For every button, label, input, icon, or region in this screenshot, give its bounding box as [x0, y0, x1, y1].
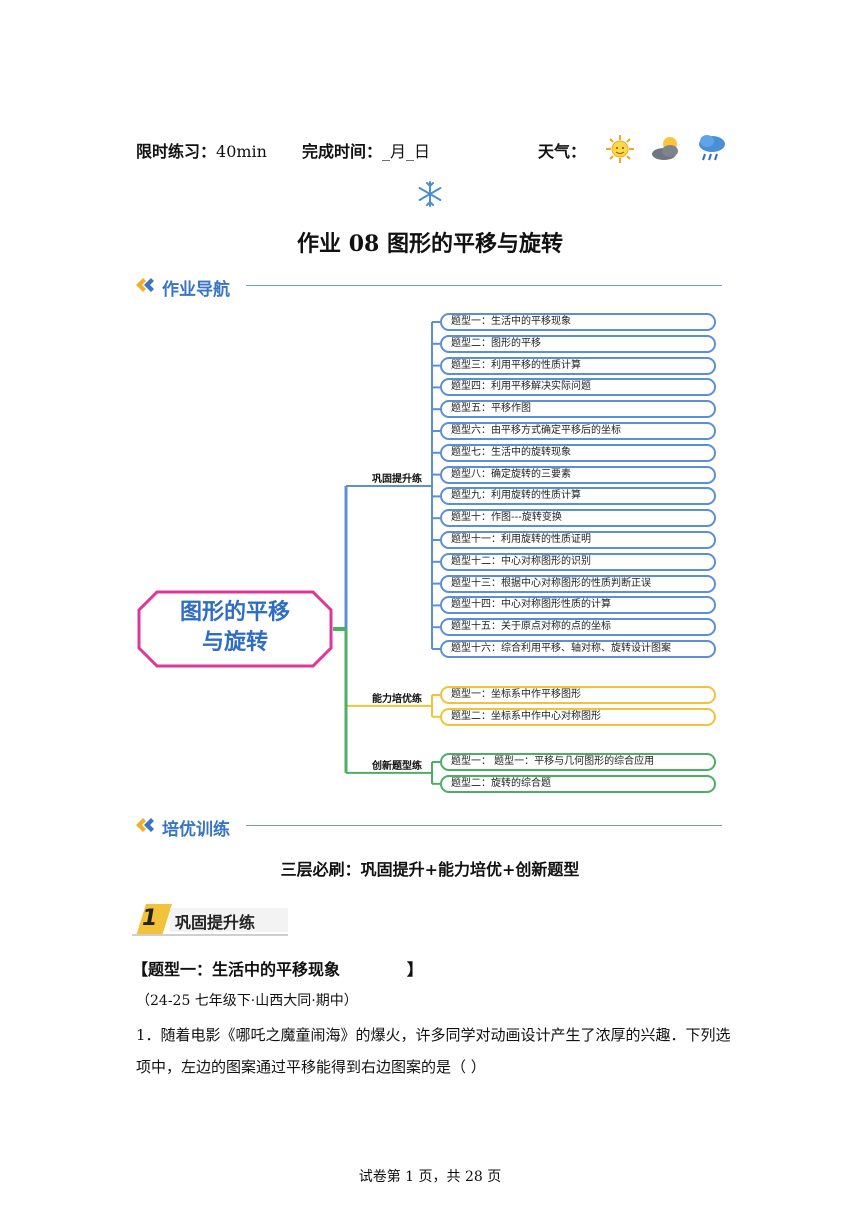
page-title: 作业 08 图形的平移与旋转	[297, 231, 563, 257]
branch-label: 能力培优练	[372, 693, 422, 705]
snowflake-icon	[418, 181, 442, 207]
badge-label: 巩固提升练	[175, 913, 256, 932]
mind-map-item: 题型一： 题型一：平移与几何图形的综合应用	[440, 753, 716, 771]
weather-label: 天气：	[538, 142, 587, 161]
finish-time-value: _月_日	[382, 142, 431, 161]
section-divider	[246, 825, 722, 826]
mind-map-item: 题型一：生活中的平移现象	[440, 313, 716, 331]
mind-map-item: 题型十二：中心对称图形的识别	[440, 552, 716, 571]
mind-map-item: 题型十一：利用旋转的性质证明	[440, 531, 716, 549]
section-training-heading: 培优训练	[162, 820, 230, 840]
partly-cloudy-icon	[652, 137, 678, 160]
section-nav-heading: 作业导航	[162, 280, 230, 300]
chevron-double-icon	[136, 818, 154, 832]
question-line-2: 项中，左边的图案通过平移能得到右边图案的是（ ）	[136, 1058, 486, 1076]
mind-map-item: 题型一：坐标系中作平移图形	[440, 686, 716, 704]
mind-map-item: 题型十四：中心对称图形性质的计算	[440, 596, 716, 615]
mind-map-item: 题型二：图形的平移	[440, 334, 716, 353]
mind-map-item: 题型十五：关于原点对称的点的坐标	[440, 618, 716, 637]
mind-map-item: 题型八：确定旋转的三要素	[440, 465, 716, 484]
mind-map-item: 题型七：生活中的旋转现象	[440, 443, 716, 462]
section-divider	[246, 285, 722, 286]
time-limit-value: 40min	[216, 142, 267, 161]
question-line-1: 1．随着电影《哪吒之魔童闹海》的爆火，许多同学对动画设计产生了浓厚的兴趣．下列选	[136, 1026, 731, 1044]
question-source: （24-25 七年级下·山西大同·期中）	[136, 993, 358, 1009]
time-limit-label: 限时练习：	[136, 142, 217, 161]
mind-map-item: 题型二：坐标系中作中心对称图形	[440, 707, 716, 726]
mind-map-connectors	[333, 321, 440, 785]
center-node-line1: 图形的平移	[179, 600, 290, 625]
mind-map-item: 题型九：利用旋转的性质计算	[440, 487, 716, 506]
mind-map-item: 题型十六：综合利用平移、轴对称、旋转设计图案	[440, 640, 716, 658]
question-type-heading: 【题型一：生活中的平移现象 】	[132, 960, 423, 979]
mind-map-item: 题型四：利用平移解决实际问题	[440, 378, 716, 397]
mind-map-item: 题型三：利用平移的性质计算	[440, 356, 716, 375]
chevron-double-icon	[136, 278, 154, 292]
finish-time: 完成时间：_月_日	[302, 138, 430, 162]
center-node: 图形的平移 与旋转	[137, 598, 333, 658]
page-footer: 试卷第 1 页，共 28 页	[358, 1169, 502, 1185]
practice-subtitle: 三层必刷：巩固提升+能力培优+创新题型	[280, 860, 580, 879]
mind-map-item: 题型十：作图---旋转变换	[440, 509, 716, 528]
rain-cloud-icon	[699, 135, 725, 161]
mind-map-item: 题型五：平移作图	[440, 400, 716, 419]
sun-icon	[606, 135, 634, 163]
mind-map-item: 题型二：旋转的综合题	[440, 774, 716, 793]
mind-map-item: 题型六：由平移方式确定平移后的坐标	[440, 422, 716, 440]
center-node-frame	[137, 590, 333, 668]
badge-number: 1	[142, 906, 158, 931]
center-node-line2: 与旋转	[201, 630, 268, 655]
time-limit: 限时练习：40min	[136, 138, 267, 162]
finish-time-label: 完成时间：	[302, 142, 383, 161]
mind-map: 图形的平移 与旋转 巩固提升练 题型一：生活中的平移现象题型二：图形的平移题型三：…	[0, 300, 860, 800]
level-badge	[132, 904, 288, 936]
mind-map-item: 题型十三：根据中心对称图形的性质判断正误	[440, 574, 716, 593]
branch-label: 巩固提升练	[372, 474, 422, 485]
branch-label: 创新题型练	[372, 760, 422, 772]
